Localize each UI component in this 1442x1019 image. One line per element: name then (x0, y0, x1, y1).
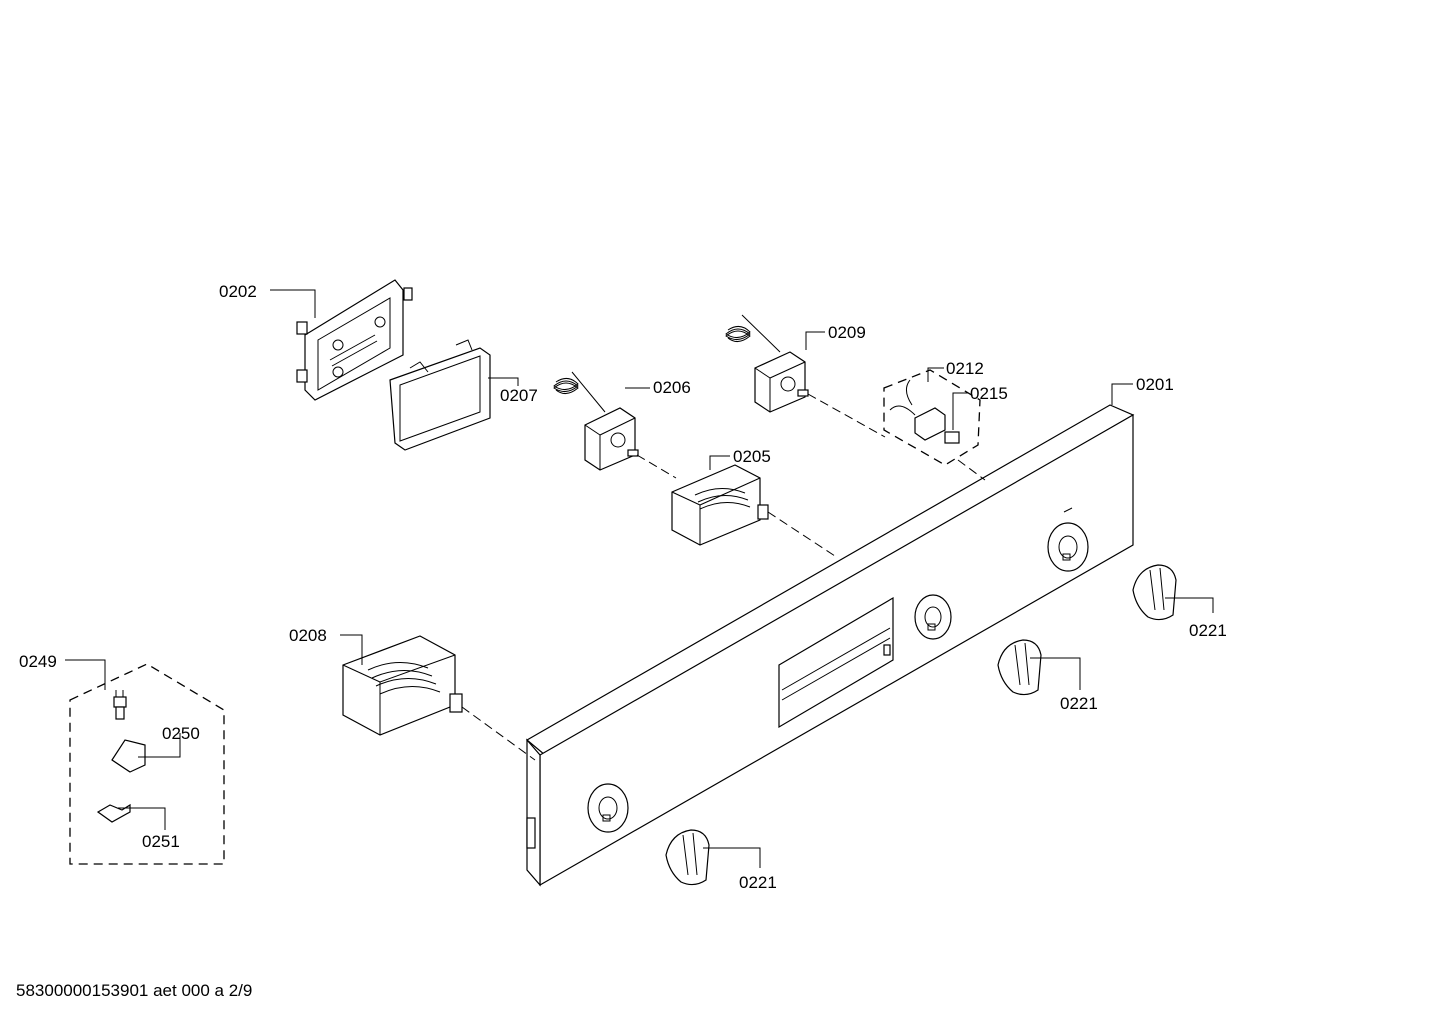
label-0249: 0249 (19, 652, 57, 671)
label-0206: 0206 (653, 378, 691, 397)
assembly-axis (636, 454, 677, 479)
display-frame-0207[interactable] (389, 339, 491, 451)
assembly-axis (957, 459, 986, 481)
assembly-axis (807, 393, 886, 438)
panel-knob-hole (587, 783, 629, 833)
label-0251: 0251 (142, 832, 180, 851)
part-group-0249[interactable] (69, 663, 225, 865)
label-0221: 0221 (1060, 694, 1098, 713)
part-group-0212[interactable] (883, 369, 981, 466)
document-code: 58300000153901 aet 000 a 2/9 (16, 981, 253, 1000)
assembly-axis (767, 511, 839, 559)
selector-switch-0208[interactable] (342, 635, 463, 736)
label-0221: 0221 (1189, 621, 1227, 640)
control-knob-0221[interactable] (665, 829, 710, 886)
label-0208: 0208 (289, 626, 327, 645)
label-0212: 0212 (946, 359, 984, 378)
label-0201: 0201 (1136, 375, 1174, 394)
bracket-0251[interactable] (96, 803, 131, 823)
label-0221: 0221 (739, 873, 777, 892)
connector-0215[interactable] (944, 431, 960, 444)
label-0202: 0202 (219, 282, 257, 301)
leader-lines (65, 289, 1214, 868)
selector-switch-0205[interactable] (671, 464, 769, 546)
control-knob-0221[interactable] (1132, 564, 1177, 621)
label-0215: 0215 (970, 384, 1008, 403)
panel-knob-hole (914, 594, 952, 640)
clip-0250[interactable] (111, 739, 146, 773)
clock-module-0202[interactable] (296, 279, 413, 401)
label-0250: 0250 (162, 724, 200, 743)
label-0209: 0209 (828, 323, 866, 342)
plug-0249[interactable] (113, 690, 127, 720)
assembly-axis (461, 706, 536, 761)
thermostat-0206[interactable] (553, 371, 639, 471)
thermostat-0209[interactable] (725, 314, 809, 413)
label-0207: 0207 (500, 386, 538, 405)
panel-knob-hole (1047, 507, 1089, 572)
label-0205: 0205 (733, 447, 771, 466)
control-knob-0221[interactable] (997, 639, 1042, 696)
control-panel-0201[interactable] (525, 404, 1135, 887)
